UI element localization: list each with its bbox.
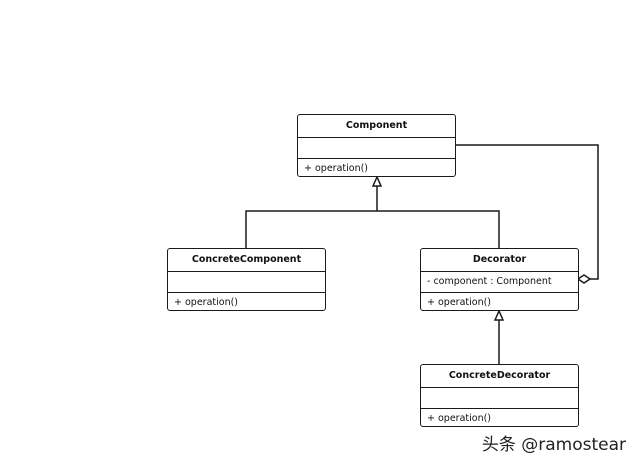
class-operations: + operation() — [427, 297, 492, 308]
class-operations: + operation() — [427, 413, 492, 424]
class-attributes — [298, 138, 455, 159]
class-concrete-decorator[interactable]: ConcreteDecorator + operation() — [420, 364, 579, 427]
generalization-to-component — [245, 175, 500, 248]
class-component[interactable]: Component + operation() — [297, 114, 456, 177]
inheritance-line-decorator — [377, 210, 500, 248]
watermark: 头条 @ramostear — [481, 435, 626, 455]
generalization-to-decorator — [493, 309, 505, 364]
class-name: Component — [298, 115, 455, 138]
inheritance-arrowhead-component — [371, 175, 383, 187]
aggregation-decorator-component — [456, 144, 599, 284]
inheritance-line-concrete-component — [245, 210, 377, 248]
inheritance-arrowhead-decorator — [493, 309, 505, 321]
class-attributes: - component : Component — [421, 272, 578, 293]
class-attributes — [421, 388, 578, 409]
class-operations: + operation() — [174, 297, 239, 308]
class-decorator[interactable]: Decorator - component : Component + oper… — [420, 248, 579, 311]
class-operations: + operation() — [304, 163, 369, 174]
class-name: ConcreteComponent — [168, 249, 325, 272]
class-concrete-component[interactable]: ConcreteComponent + operation() — [167, 248, 326, 311]
class-attributes — [168, 272, 325, 293]
aggregation-diamond — [576, 274, 592, 284]
class-name: ConcreteDecorator — [421, 365, 578, 388]
aggregation-line — [456, 144, 599, 280]
class-name: Decorator — [421, 249, 578, 272]
